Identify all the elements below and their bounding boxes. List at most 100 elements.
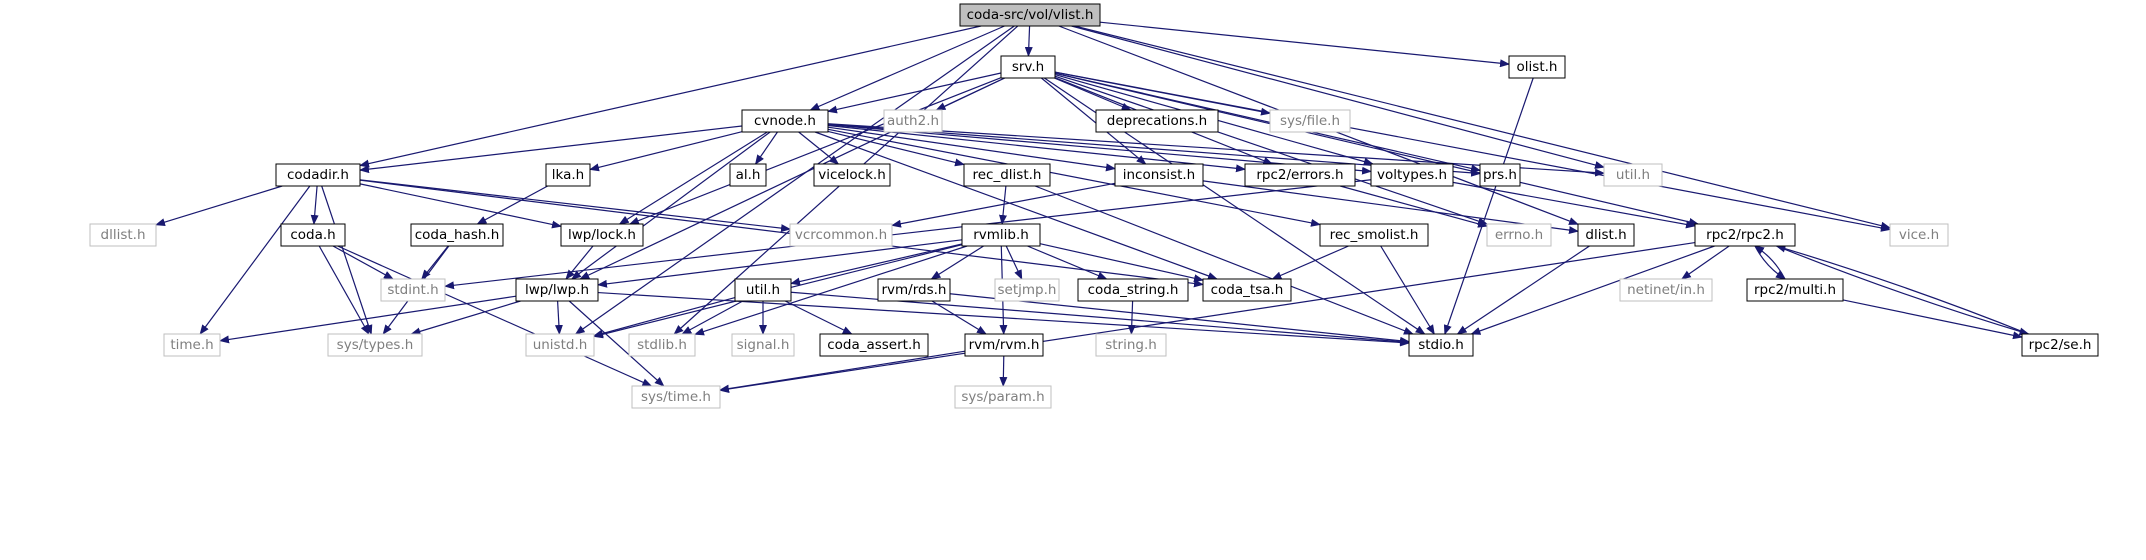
edge-cvnode-to-lwplwp xyxy=(571,131,771,280)
edge-srv-to-rpc2rpc2 xyxy=(1054,72,1700,226)
node-codatsa[interactable]: coda_tsa.h xyxy=(1202,278,1292,302)
node-codahash[interactable]: coda_hash.h xyxy=(410,223,504,247)
node-box xyxy=(280,223,346,247)
node-sysparam: sys/param.h xyxy=(954,385,1052,409)
edge-rpc2rpc2-to-netinet xyxy=(1680,245,1730,280)
node-label: sys/types.h xyxy=(337,337,414,353)
node-srv[interactable]: srv.h xyxy=(1000,55,1056,79)
node-label: srv.h xyxy=(1012,59,1044,75)
node-rvmrvm[interactable]: rvm/rvm.h xyxy=(964,333,1044,357)
edge-lwplwp-to-systime xyxy=(568,300,665,387)
node-label: rpc2/multi.h xyxy=(1754,282,1836,298)
node-dlist[interactable]: dlist.h xyxy=(1577,223,1635,247)
edge-lwplwp-to-systypes xyxy=(410,300,521,336)
edge-codadir-to-vcrcommon xyxy=(359,179,791,233)
node-label: errno.h xyxy=(1495,227,1543,243)
node-label: vice.h xyxy=(1899,227,1939,243)
node-label: coda_tsa.h xyxy=(1211,282,1284,298)
edge-coda-to-systypes xyxy=(318,245,370,335)
node-label: olist.h xyxy=(1517,59,1558,75)
node-label: time.h xyxy=(170,337,213,353)
node-rpc2se[interactable]: rpc2/se.h xyxy=(2021,333,2099,357)
node-inconsist[interactable]: inconsist.h xyxy=(1114,163,1204,187)
edge-cvnode-to-codatsa xyxy=(814,131,1218,280)
node-label: util.h xyxy=(746,282,780,298)
node-box xyxy=(1319,223,1429,247)
node-box xyxy=(877,278,951,302)
node-rvmrds[interactable]: rvm/rds.h xyxy=(877,278,951,302)
node-box xyxy=(410,223,504,247)
edge-vlist-to-unistd xyxy=(574,25,1015,335)
edge-srv-to-errno xyxy=(1054,75,1488,225)
node-signal: signal.h xyxy=(731,333,795,357)
edge-rvmlib-to-rvmrds xyxy=(930,245,984,280)
edge-codadir-to-dllist xyxy=(155,185,283,227)
node-recdlist[interactable]: rec_dlist.h xyxy=(963,163,1051,187)
node-rpc2rpc2[interactable]: rpc2/rpc2.h xyxy=(1694,223,1796,247)
node-box xyxy=(963,163,1051,187)
edge-cvnode-to-codadir xyxy=(359,125,743,174)
edge-cvnode-to-lka xyxy=(589,131,743,172)
node-rpc2multi[interactable]: rpc2/multi.h xyxy=(1746,278,1844,302)
node-box xyxy=(1202,278,1292,302)
node-rvmlib[interactable]: rvmlib.h xyxy=(961,223,1041,247)
node-label: coda_hash.h xyxy=(415,227,500,243)
edge-codadir-to-codatsa xyxy=(359,179,1204,288)
node-al[interactable]: al.h xyxy=(729,163,767,187)
node-box xyxy=(994,278,1060,302)
node-olist[interactable]: olist.h xyxy=(1508,55,1566,79)
node-label: deprecations.h xyxy=(1107,113,1207,129)
node-vicelock[interactable]: vicelock.h xyxy=(813,163,891,187)
node-box xyxy=(1619,278,1713,302)
node-utilh[interactable]: util.h xyxy=(734,278,792,302)
node-label: sys/time.h xyxy=(641,389,711,405)
node-box xyxy=(1114,163,1204,187)
node-coda[interactable]: coda.h xyxy=(280,223,346,247)
edge-cvnode-to-al xyxy=(754,131,778,165)
node-box xyxy=(789,223,893,247)
node-codaassert[interactable]: coda_assert.h xyxy=(819,333,929,357)
node-deprecations[interactable]: deprecations.h xyxy=(1095,109,1219,133)
node-recsmolist[interactable]: rec_smolist.h xyxy=(1319,223,1429,247)
node-box xyxy=(2021,333,2099,357)
edge-cvnode-to-inconsist xyxy=(827,126,1116,172)
edge-rvmrvm-to-systime xyxy=(719,350,966,393)
node-label: voltypes.h xyxy=(1377,167,1447,183)
node-label: auth2.h xyxy=(887,113,939,129)
node-label: stdint.h xyxy=(387,282,438,298)
node-box xyxy=(961,223,1041,247)
node-label: sys/param.h xyxy=(961,389,1044,405)
node-label: rpc2/se.h xyxy=(2029,337,2092,353)
node-label: rvm/rvm.h xyxy=(969,337,1040,353)
node-box xyxy=(89,223,157,247)
node-box xyxy=(1077,278,1189,302)
node-box xyxy=(545,163,591,187)
edge-lwplwp-to-stdio xyxy=(597,291,1410,347)
edge-srv-to-inconsist xyxy=(1040,77,1147,165)
node-vlist[interactable]: coda-src/vol/vlist.h xyxy=(959,3,1101,27)
edge-codadir-to-timeh xyxy=(199,185,311,335)
edge-rvmlib-to-setjmp xyxy=(1005,245,1023,280)
node-codastring[interactable]: coda_string.h xyxy=(1077,278,1189,302)
node-box xyxy=(1244,163,1356,187)
node-label: lwp/lock.h xyxy=(568,227,636,243)
node-auth2: auth2.h xyxy=(883,109,943,133)
node-stdio[interactable]: stdio.h xyxy=(1408,333,1474,357)
node-voltypes[interactable]: voltypes.h xyxy=(1370,163,1454,187)
edge-rpc2rpc2-to-systime xyxy=(719,241,1696,393)
node-box xyxy=(1694,223,1796,247)
node-codadir[interactable]: codadir.h xyxy=(275,163,361,187)
node-lka[interactable]: lka.h xyxy=(545,163,591,187)
edge-srv-to-cvnode xyxy=(827,72,1002,114)
node-lwplwp[interactable]: lwp/lwp.h xyxy=(515,278,599,302)
node-stdlib: stdlib.h xyxy=(628,333,696,357)
edge-vlist-to-codadir xyxy=(359,25,982,168)
node-lwplock[interactable]: lwp/lock.h xyxy=(560,223,644,247)
node-rpc2errors[interactable]: rpc2/errors.h xyxy=(1244,163,1356,187)
node-box xyxy=(628,333,696,357)
edge-cvnode-to-vicelock xyxy=(798,131,840,165)
node-prs[interactable]: prs.h xyxy=(1479,163,1521,187)
node-cvnode[interactable]: cvnode.h xyxy=(741,109,829,133)
node-label: rpc2/rpc2.h xyxy=(1706,227,1784,243)
node-box xyxy=(380,278,446,302)
